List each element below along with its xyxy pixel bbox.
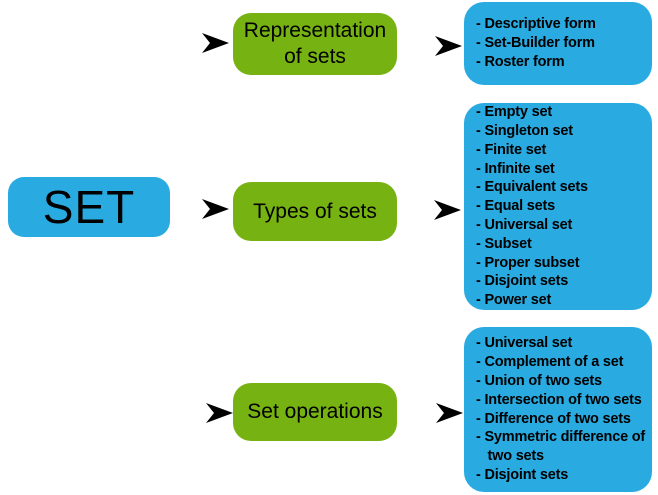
list-item: - Symmetric difference of two sets: [476, 429, 646, 465]
list-item: - Disjoint sets: [476, 273, 569, 290]
leaf-list-set-operations: - Universal set - Complement of a set - …: [464, 327, 652, 492]
right-arrow-icon: [435, 36, 462, 56]
branch-label: Set operations: [247, 400, 383, 423]
list-item: - Equivalent sets: [476, 179, 588, 196]
list-item: - Difference of two sets: [476, 410, 631, 427]
leaf-list-representation-forms: - Descriptive form - Set-Builder form - …: [464, 2, 652, 85]
list-item: - Equal sets: [476, 198, 555, 215]
list-item: - Descriptive form: [476, 16, 596, 33]
item-list: - Empty set - Singleton set - Finite set…: [476, 103, 646, 310]
branch-node-representation-of-sets: Representation of sets: [233, 13, 397, 75]
list-item: - Singleton set: [476, 122, 573, 139]
root-node-set: SET: [8, 177, 170, 237]
right-arrow-icon: [436, 403, 463, 423]
list-item: - Complement of a set: [476, 354, 624, 371]
list-item: - Roster form: [476, 53, 565, 70]
list-item: - Universal set: [476, 335, 573, 352]
branch-node-types-of-sets: Types of sets: [233, 182, 397, 241]
branch-node-set-operations: Set operations: [233, 383, 397, 441]
list-item: - Universal set: [476, 216, 573, 233]
list-item: - Union of two sets: [476, 372, 602, 389]
right-arrow-icon: [434, 200, 461, 220]
right-arrow-icon: [206, 403, 233, 423]
leaf-list-set-types: - Empty set - Singleton set - Finite set…: [464, 103, 652, 310]
right-arrow-icon: [202, 199, 229, 219]
list-item: - Subset: [476, 235, 532, 252]
branch-label: Representation of sets: [243, 19, 387, 68]
list-item: - Infinite set: [476, 160, 555, 177]
list-item: - Finite set: [476, 141, 547, 158]
list-item: - Empty set: [476, 104, 552, 121]
list-item: - Set-Builder form: [476, 35, 595, 52]
item-list: - Universal set - Complement of a set - …: [476, 334, 646, 484]
item-list: - Descriptive form - Set-Builder form - …: [476, 15, 646, 71]
list-item: - Disjoint sets: [476, 466, 569, 483]
branch-label: Types of sets: [253, 199, 377, 223]
list-item: - Proper subset: [476, 254, 580, 271]
list-item: - Intersection of two sets: [476, 391, 642, 408]
right-arrow-icon: [202, 33, 229, 53]
list-item: - Power set: [476, 292, 552, 309]
root-label: SET: [42, 181, 136, 233]
